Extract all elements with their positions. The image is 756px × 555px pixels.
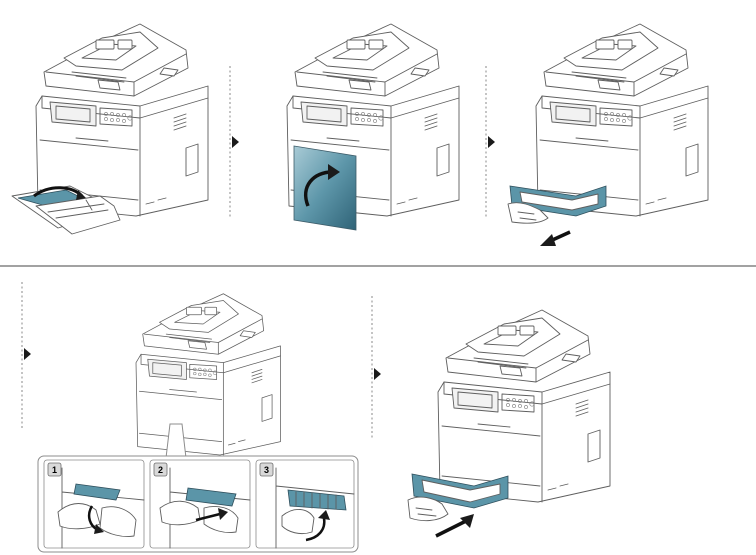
step-reinsert-tray	[407, 309, 611, 538]
step-arrow-icon	[232, 136, 239, 148]
step-open-mp-tray	[11, 23, 209, 235]
step-open-front-cover	[286, 23, 460, 231]
detail-step-1: 1	[43, 459, 145, 549]
step-arrow-icon	[24, 348, 31, 360]
step-number-badge: 3	[264, 465, 269, 475]
step-number-badge: 1	[52, 465, 57, 475]
detail-step-3: 3	[255, 459, 355, 549]
step-number-badge: 2	[158, 465, 163, 475]
step-pull-out-tray	[507, 23, 709, 246]
step-arrow-icon	[488, 136, 495, 148]
step-arrow-icon	[374, 368, 381, 380]
detail-step-2: 2	[149, 459, 251, 549]
step-remove-jammed-paper: 1 2 3	[37, 293, 359, 553]
